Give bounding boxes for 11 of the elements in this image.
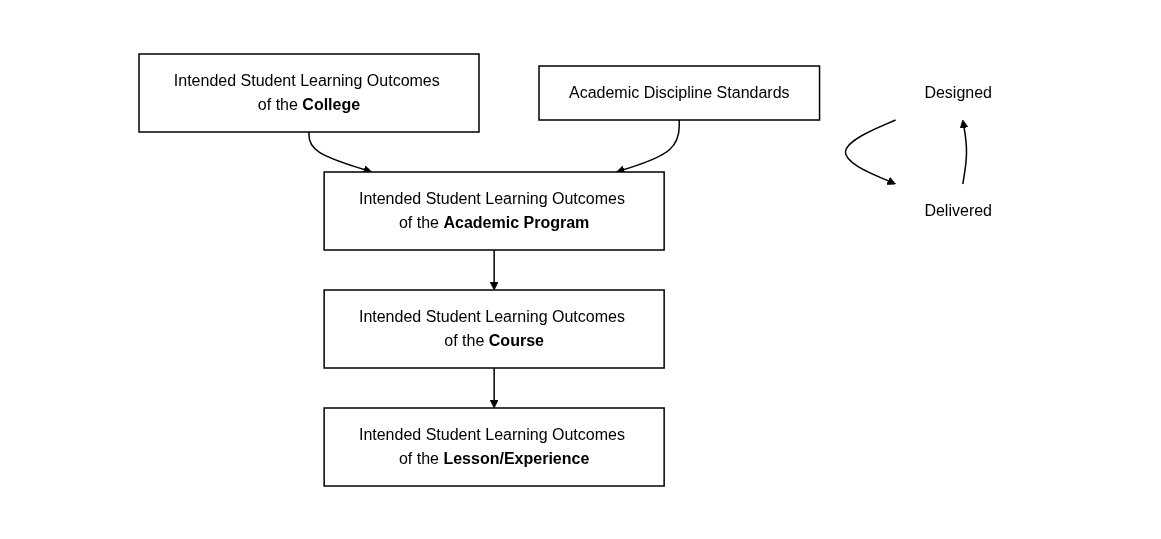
node-box: Academic Discipline Standards (538, 64, 821, 121)
node-text: Designed (924, 83, 992, 101)
node-box: Intended Student Learning Outcomes of the College (138, 52, 480, 133)
arrow (489, 248, 499, 290)
arrow (844, 118, 897, 185)
arrow (489, 366, 499, 408)
arrow (959, 119, 969, 185)
node-box: Intended Student Learning Outcomes of the Course (323, 288, 665, 369)
node-box: Intended Student Learning Outcomes of the Academic Program (323, 170, 665, 251)
node-text: Delivered (924, 201, 992, 219)
node-box: Intended Student Learning Outcomes of the Lesson/Experience (323, 406, 665, 487)
